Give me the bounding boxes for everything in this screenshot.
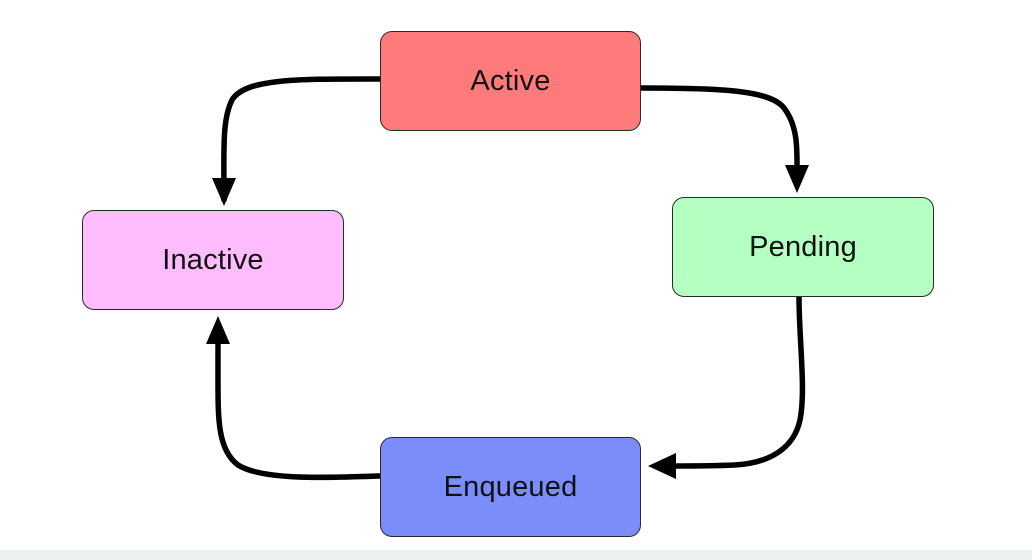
node-enqueued: Enqueued (380, 437, 641, 537)
node-active-label: Active (470, 64, 551, 97)
edge-active-to-pending (638, 85, 800, 171)
arrowhead-into-enqueued (648, 453, 676, 479)
bottom-strip (0, 550, 1032, 560)
edge-pending-to-enqueued (669, 294, 806, 469)
node-inactive: Inactive (82, 210, 344, 310)
node-pending: Pending (672, 197, 934, 297)
edge-active-to-inactive (221, 76, 383, 203)
node-enqueued-label: Enqueued (443, 470, 578, 503)
arrowhead-into-inactive-bottom (206, 316, 230, 344)
edge-enqueued-to-inactive (215, 342, 383, 481)
arrowhead-into-pending (785, 165, 809, 193)
node-inactive-label: Inactive (162, 243, 264, 276)
arrowhead-into-inactive (212, 178, 236, 206)
node-pending-label: Pending (749, 230, 857, 263)
node-active: Active (380, 31, 641, 131)
